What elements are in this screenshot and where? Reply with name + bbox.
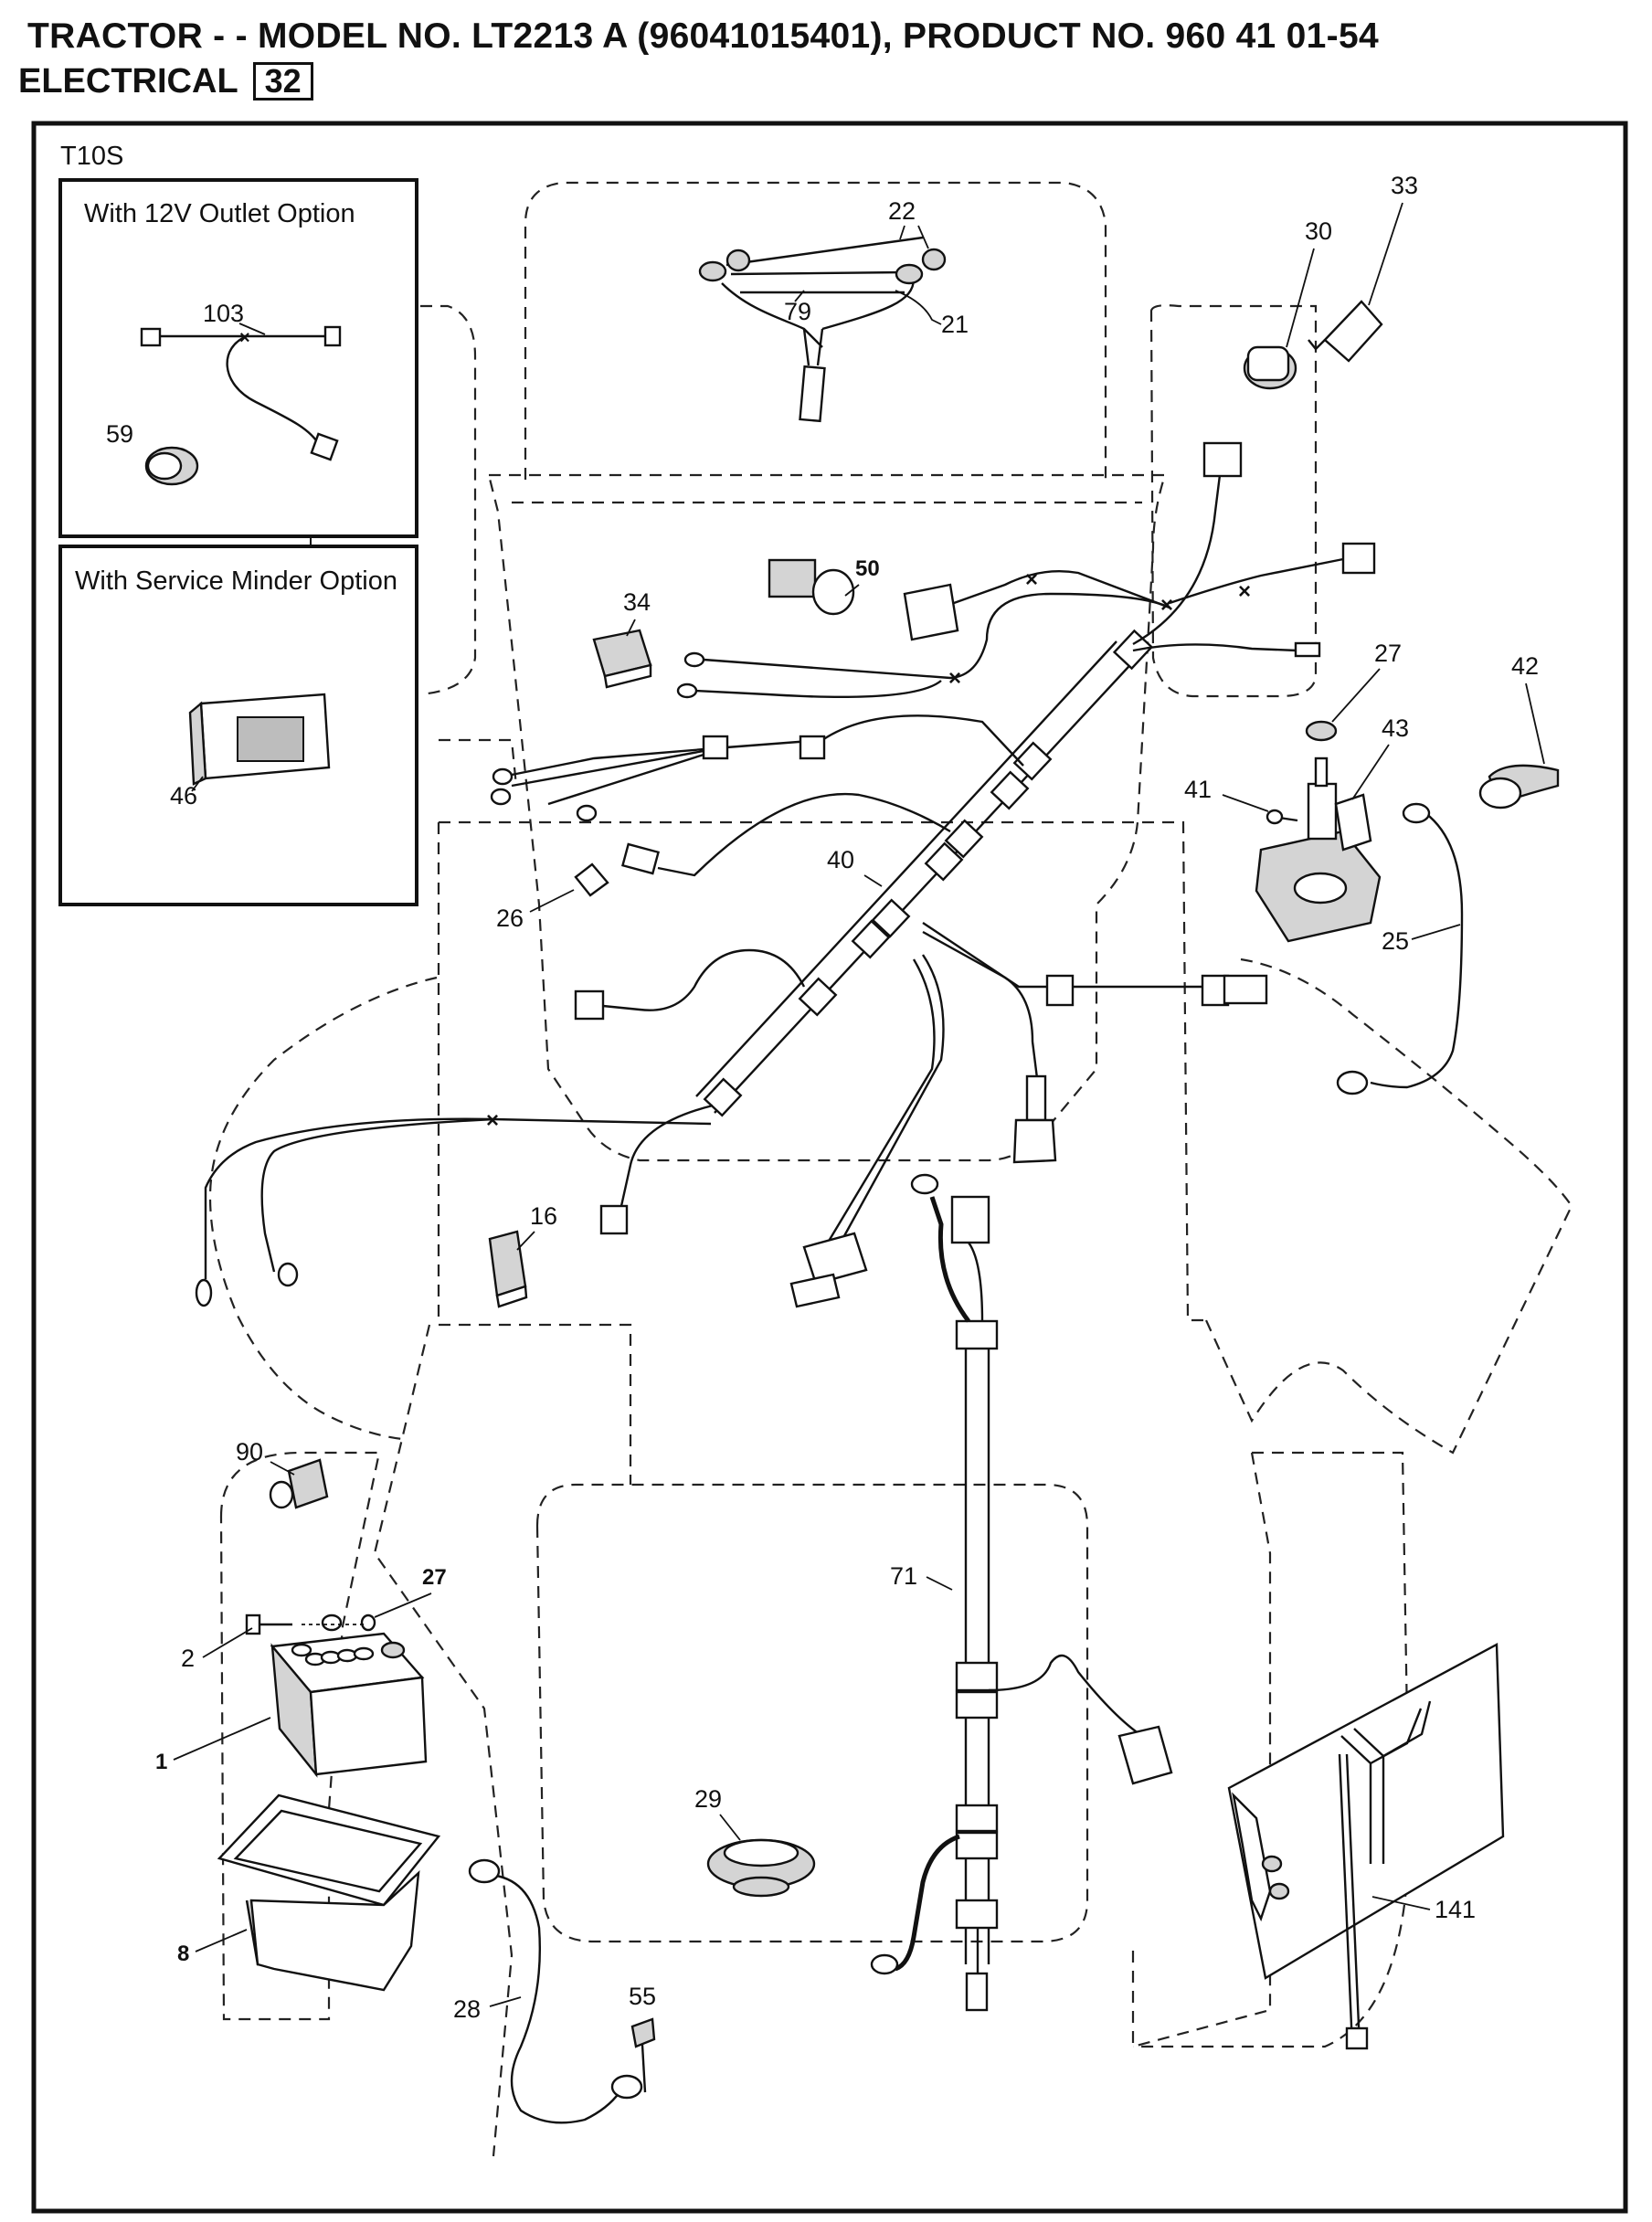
- switch-50: [768, 558, 855, 616]
- marker-x-103: ×: [239, 328, 250, 348]
- ground-cable-28-55: [468, 1858, 656, 2124]
- headlight-harness: [698, 236, 947, 423]
- diagram-code: T10S: [60, 142, 123, 171]
- page-title: TRACTOR - - MODEL NO. LT2213 A (96041015…: [27, 16, 1379, 56]
- diagram-frame: [31, 121, 1628, 2214]
- part-label-33: 33: [1391, 172, 1418, 199]
- grommet-29: [706, 1838, 816, 1898]
- part-label-41: 41: [1184, 776, 1212, 803]
- part-label-103: 103: [203, 300, 244, 327]
- inset-service-minder: With Service Minder Option 46: [58, 545, 418, 906]
- ignition-switch: [1243, 300, 1383, 390]
- switch-34: [592, 629, 652, 689]
- section-name: ELECTRICAL: [18, 62, 238, 101]
- part-label-1: 1: [155, 1750, 167, 1774]
- rear-bracket-141: [1227, 1643, 1505, 2050]
- part-label-42: 42: [1511, 652, 1539, 680]
- part-label-34: 34: [623, 588, 651, 616]
- part-label-29: 29: [694, 1785, 722, 1813]
- rear-harness-71: [870, 1173, 1173, 2012]
- battery-tray-8: [217, 1793, 441, 1992]
- inset-12v-outlet: With 12V Outlet Option × 103 59: [58, 178, 418, 538]
- part-label-27b: 27: [422, 1565, 447, 1590]
- main-wiring-harness: × × × × ×: [195, 441, 1376, 1308]
- inset-service-minder-title: With Service Minder Option: [75, 566, 397, 596]
- part-label-2: 2: [181, 1645, 195, 1672]
- battery-1: [270, 1632, 428, 1778]
- tractor-outline: [208, 181, 1573, 2157]
- part-label-40: 40: [827, 846, 854, 873]
- part-label-16: 16: [530, 1202, 557, 1230]
- part-label-21: 21: [941, 311, 969, 338]
- part-label-55: 55: [629, 1983, 656, 2010]
- part-label-59: 59: [106, 420, 133, 448]
- part-label-79: 79: [784, 298, 811, 325]
- part-label-90: 90: [236, 1438, 263, 1465]
- part-label-26: 26: [496, 905, 524, 932]
- part-label-22: 22: [888, 197, 916, 225]
- relay-16: [488, 1230, 528, 1308]
- starter-solenoid: [1255, 720, 1560, 1095]
- part-label-27a: 27: [1374, 640, 1402, 667]
- marker-x-1: ×: [1025, 567, 1038, 592]
- part-label-43: 43: [1382, 714, 1409, 742]
- part-label-8: 8: [177, 1942, 189, 1966]
- inset-12v-outlet-title: With 12V Outlet Option: [84, 199, 355, 228]
- part-label-28: 28: [453, 1995, 481, 2023]
- part-label-71: 71: [890, 1562, 917, 1590]
- part-label-50: 50: [855, 556, 880, 581]
- section-heading: ELECTRICAL 32: [18, 62, 313, 101]
- section-number-box: 32: [252, 62, 313, 101]
- battery-90-2-27: [245, 1458, 376, 1635]
- marker-x-4: ×: [948, 666, 961, 691]
- part-label-141: 141: [1435, 1896, 1476, 1923]
- marker-x-2: ×: [1160, 593, 1173, 618]
- part-label-25: 25: [1382, 927, 1409, 955]
- marker-x-5: ×: [486, 1108, 499, 1133]
- marker-x-3: ×: [1238, 579, 1251, 604]
- part-label-46: 46: [170, 782, 197, 809]
- part-label-30: 30: [1305, 217, 1332, 245]
